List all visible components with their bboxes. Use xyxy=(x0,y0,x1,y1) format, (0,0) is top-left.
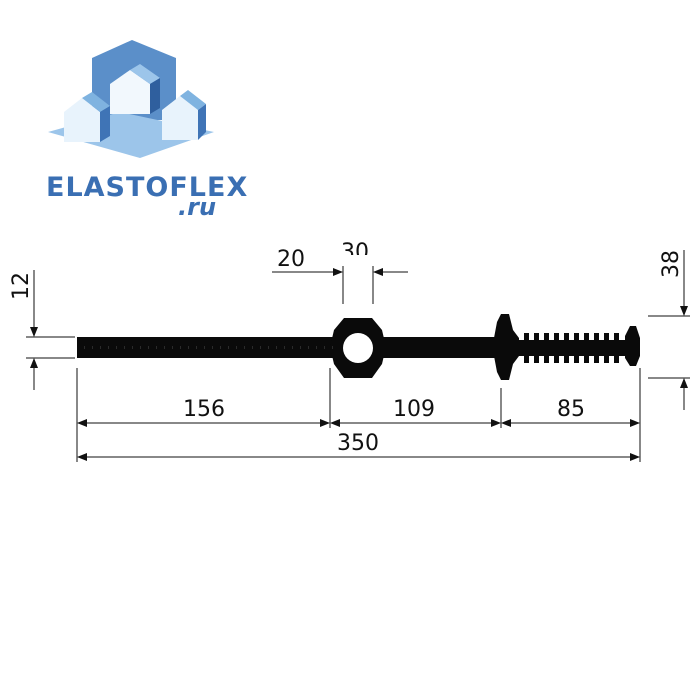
right-ribbed-body xyxy=(516,340,630,356)
left-flange xyxy=(77,337,337,358)
serration xyxy=(316,346,317,349)
rib xyxy=(524,333,529,363)
rib xyxy=(604,333,609,363)
rib xyxy=(534,333,539,363)
logo-house-left xyxy=(64,92,110,142)
logo-house-center xyxy=(110,64,160,114)
serration xyxy=(308,346,309,349)
serration xyxy=(188,346,189,349)
serration xyxy=(140,346,141,349)
serration xyxy=(236,346,237,349)
rib xyxy=(594,333,599,363)
serration xyxy=(108,346,109,349)
label-right-section: 85 xyxy=(557,397,585,422)
label-total-width: 350 xyxy=(337,431,379,456)
brand-domain: .ru xyxy=(178,193,216,221)
serration xyxy=(156,346,157,349)
left-flange-serrations xyxy=(84,346,333,349)
waterstop-profile xyxy=(77,314,640,380)
serration xyxy=(300,346,301,349)
serration xyxy=(220,346,221,349)
middle-flange xyxy=(378,337,500,358)
serration xyxy=(260,346,261,349)
serration xyxy=(204,346,205,349)
brand-name: ELASTOFLEX xyxy=(46,172,248,203)
serration xyxy=(212,346,213,349)
rib xyxy=(564,333,569,363)
label-left-section: 156 xyxy=(183,397,225,422)
rib xyxy=(554,333,559,363)
label-middle-section: 109 xyxy=(393,397,435,422)
label-bulb-top-clip: 30 xyxy=(341,240,369,265)
serration xyxy=(324,346,325,349)
anchor-fin xyxy=(494,314,519,380)
rib xyxy=(584,333,589,363)
serration xyxy=(100,346,101,349)
serration xyxy=(332,346,333,349)
serration xyxy=(132,346,133,349)
label-thickness: 12 xyxy=(9,272,34,300)
rib xyxy=(574,333,579,363)
serration xyxy=(276,346,277,349)
label-bulb-top: 30 xyxy=(341,240,369,265)
serration xyxy=(196,346,197,349)
serration xyxy=(116,346,117,349)
serration xyxy=(164,346,165,349)
serration xyxy=(124,346,125,349)
elastoflex-logo: ELASTOFLEX .ru xyxy=(46,40,248,221)
serration xyxy=(148,346,149,349)
serration xyxy=(180,346,181,349)
serration xyxy=(268,346,269,349)
serration xyxy=(92,346,93,349)
label-end-height: 38 xyxy=(659,250,684,278)
serration xyxy=(284,346,285,349)
serration xyxy=(84,346,85,349)
rib xyxy=(544,333,549,363)
end-cap xyxy=(625,326,640,366)
right-ribs xyxy=(524,333,619,363)
bulb-hole xyxy=(343,333,373,363)
rib xyxy=(614,333,619,363)
logo-house-right xyxy=(162,90,206,140)
serration xyxy=(292,346,293,349)
dimension-lines xyxy=(26,250,690,462)
serration xyxy=(252,346,253,349)
serration xyxy=(172,346,173,349)
serration xyxy=(244,346,245,349)
label-bulb-diameter: 20 xyxy=(277,247,305,272)
serration xyxy=(228,346,229,349)
